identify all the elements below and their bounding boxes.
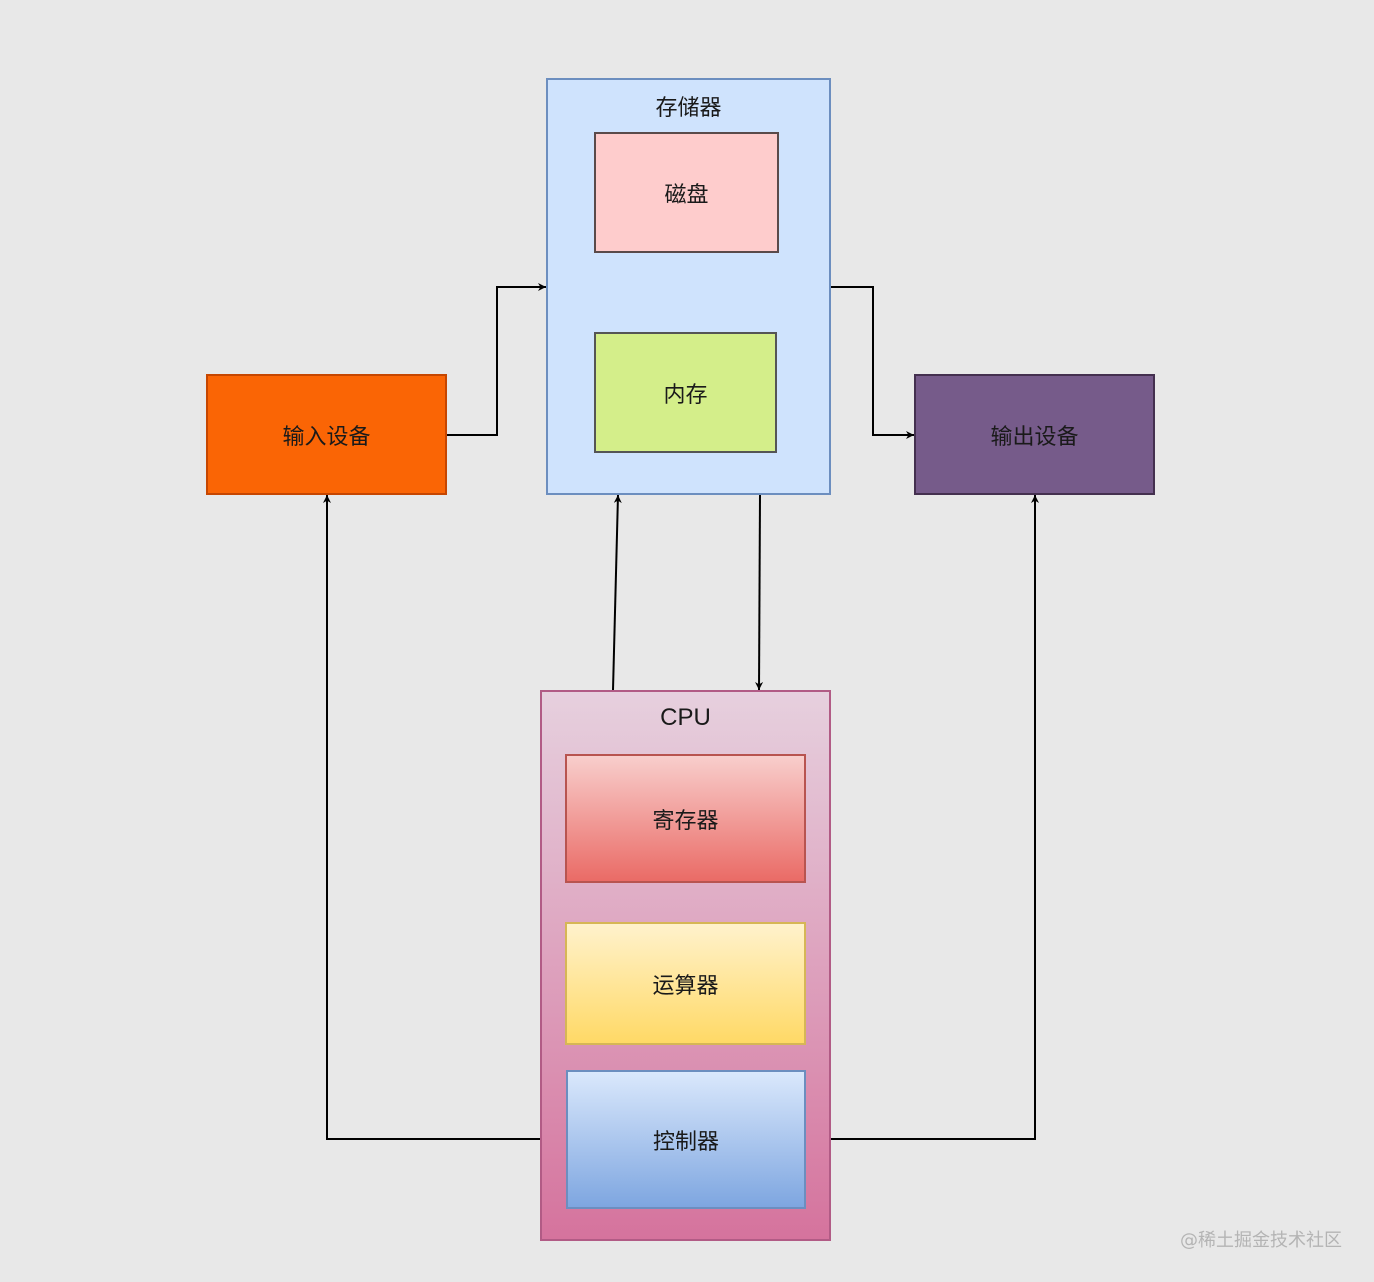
arrow-cpu-to-storage xyxy=(612,494,622,691)
cpu-title: CPU xyxy=(660,704,711,731)
register-label: 寄存器 xyxy=(652,808,719,834)
arrow-storage-to-output xyxy=(831,286,914,439)
output-device-box[interactable]: 输出设备 xyxy=(914,374,1155,495)
register-box[interactable]: 寄存器 xyxy=(565,754,806,883)
controller-label: 控制器 xyxy=(652,1129,719,1155)
output-device-label: 输出设备 xyxy=(990,424,1079,450)
controller-box[interactable]: 控制器 xyxy=(566,1070,806,1209)
input-device-label: 输入设备 xyxy=(282,424,371,450)
arrow-input-to-storage xyxy=(447,283,546,436)
alu-box[interactable]: 运算器 xyxy=(565,922,806,1045)
memory-box[interactable]: 内存 xyxy=(594,332,777,453)
input-device-box[interactable]: 输入设备 xyxy=(206,374,447,495)
disk-label: 磁盘 xyxy=(664,182,709,208)
arrow-controller-to-output xyxy=(806,495,1039,1140)
memory-label: 内存 xyxy=(663,382,708,408)
alu-label: 运算器 xyxy=(652,973,719,999)
watermark: @稀土掘金技术社区 xyxy=(1180,1230,1342,1251)
disk-box[interactable]: 磁盘 xyxy=(594,132,779,253)
arrow-controller-to-input xyxy=(323,495,566,1140)
storage-title: 存储器 xyxy=(655,96,722,121)
arrow-storage-to-cpu xyxy=(755,494,764,691)
